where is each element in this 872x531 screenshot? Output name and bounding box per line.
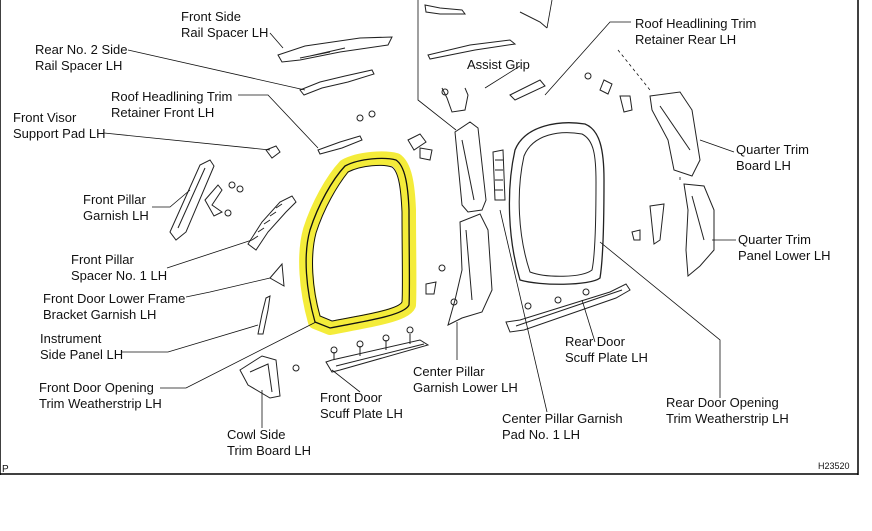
clip-part <box>425 281 437 295</box>
front-door-scuff-plate-part <box>325 334 430 373</box>
label-center-pillar-garnish-pad: Center Pillar Garnish Pad No. 1 LH <box>502 411 623 442</box>
spacer-ribs <box>251 203 283 241</box>
center-pillar-garnish-upper-part <box>454 121 487 213</box>
clip-part <box>619 95 633 113</box>
label-front-pillar-spacer: Front Pillar Spacer No. 1 LH <box>71 252 168 283</box>
bracket-part <box>419 147 433 161</box>
clip-part <box>368 110 376 118</box>
label-rear-no2-side-rail-spacer: Rear No. 2 Side Rail Spacer LH <box>35 42 128 73</box>
label-front-pillar-garnish: Front Pillar Garnish LH <box>83 192 149 223</box>
label-front-side-rail-spacer: Front Side Rail Spacer LH <box>181 9 269 40</box>
label-assist-grip: Assist Grip <box>467 57 530 72</box>
quarter-trim-panel-lower-part <box>683 183 715 278</box>
clip-part <box>236 185 244 193</box>
cowl-side-trim-part <box>239 355 281 399</box>
corner-mark: P <box>2 464 9 475</box>
center-pillar-garnish-lower-part <box>447 213 493 326</box>
label-front-visor-support-pad: Front Visor Support Pad LH <box>13 110 106 141</box>
center-pillar-pad-part <box>492 149 506 201</box>
label-rear-door-scuff-plate: Rear Door Scuff Plate LH <box>565 334 648 365</box>
quarter-clip-part <box>649 203 665 245</box>
visor-support-pad-part <box>265 145 281 159</box>
cowl-side-detail <box>249 363 273 393</box>
label-center-pillar-garnish-lower: Center Pillar Garnish Lower LH <box>413 364 518 395</box>
pillar-clip-part <box>204 184 223 217</box>
clip-part <box>224 209 232 217</box>
clip-part <box>524 302 532 310</box>
label-roof-headlining-trim-retainer-front: Roof Headlining Trim Retainer Front LH <box>111 89 233 120</box>
bracket-garnish-part <box>269 262 285 287</box>
clip-part <box>599 79 613 95</box>
clip-part <box>330 346 338 354</box>
front-pillar-garnish-part <box>169 159 215 241</box>
clip-part <box>382 334 390 342</box>
label-instrument-side-panel: Instrument Side Panel LH <box>40 331 124 362</box>
clip-part <box>406 326 414 334</box>
label-roof-headlining-trim-retainer-rear: Roof Headlining Trim Retainer Rear LH <box>635 16 757 47</box>
instrument-side-panel-part <box>257 295 271 335</box>
top-parts <box>277 4 548 113</box>
figure-id: H23520 <box>818 461 850 471</box>
clip-part <box>228 181 236 189</box>
clip-part <box>356 114 364 122</box>
label-front-door-scuff-plate: Front Door Scuff Plate LH <box>320 390 403 421</box>
clip-part <box>292 364 300 372</box>
label-quarter-trim-panel-lower: Quarter Trim Panel Lower LH <box>738 232 831 263</box>
quarter-trim-board-part <box>649 91 701 177</box>
clip-part <box>582 288 590 296</box>
clip-part <box>438 264 446 272</box>
retainer-front-part <box>317 135 363 155</box>
label-front-door-opening-trim-weatherstrip: Front Door Opening Trim Weatherstrip LH <box>39 380 162 411</box>
rear-door-weatherstrip-part <box>508 122 605 285</box>
label-cowl-side-trim-board: Cowl Side Trim Board LH <box>227 427 312 458</box>
label-quarter-trim-board: Quarter Trim Board LH <box>736 142 809 173</box>
leader-lines <box>103 0 736 428</box>
label-rear-door-opening-trim-weatherstrip: Rear Door Opening Trim Weatherstrip LH <box>666 395 789 426</box>
clip-part <box>631 229 641 241</box>
rear-door-scuff-plate-part <box>505 283 631 333</box>
bracket-part <box>407 133 427 151</box>
pad-ribs <box>495 159 503 191</box>
label-front-door-lower-frame-bracket-garnish: Front Door Lower Frame Bracket Garnish L… <box>43 291 186 322</box>
front-pillar-spacer-part <box>247 195 297 251</box>
clip-part <box>554 296 562 304</box>
clip-part <box>356 340 364 348</box>
clip-part <box>450 298 458 306</box>
clip-part <box>584 72 592 80</box>
front-door-weatherstrip-highlight <box>299 151 417 335</box>
